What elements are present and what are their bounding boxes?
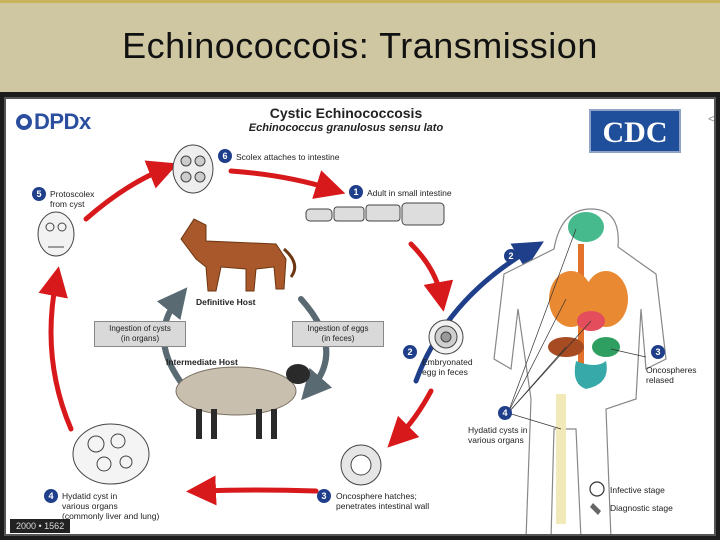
ingestion-eggs-line-2: (in feces) — [296, 334, 380, 344]
step-5-label-1: Protoscolex — [50, 189, 94, 199]
sheep-illustration — [176, 364, 310, 439]
adult-worm-illustration — [306, 203, 444, 225]
dog-illustration — [181, 219, 295, 291]
step-1-number: 1 — [349, 185, 363, 199]
step-4-label-3: (commonly liver and lung) — [62, 511, 159, 521]
step-4-label-2: various organs — [62, 501, 118, 511]
oncosphere-illustration — [341, 445, 381, 485]
diagram-subtitle: Echinococcus granulosus sensu lato — [236, 122, 456, 134]
human-cysts-label-1: Hydatid cysts in — [468, 425, 528, 435]
ingestion-eggs-box: Ingestion of eggs (in feces) — [292, 321, 384, 347]
step-4-label-1: Hydatid cyst in — [62, 491, 117, 501]
step-5-number: 5 — [32, 187, 46, 201]
oncospheres-label-2: relased — [646, 375, 674, 385]
arrow-5-to-6 — [86, 169, 164, 219]
dpdx-ring-icon — [16, 114, 32, 130]
step-2-label-1: Embryonated — [422, 357, 473, 367]
arrow-4-to-5 — [51, 281, 71, 429]
arrow-3-to-4 — [201, 490, 316, 491]
figure-stamp: 2000 • 1562 — [10, 519, 70, 533]
arrow-6-to-1 — [231, 171, 331, 189]
oncospheres-label-1: Oncospheres — [646, 365, 697, 375]
step-6-number: 6 — [218, 149, 232, 163]
arrow-1-to-2 — [411, 244, 441, 297]
ingestion-cysts-line-1: Ingestion of cysts — [98, 324, 182, 334]
slide-title: Echinococcois: Transmission — [0, 25, 720, 67]
step-2-number: 2 — [403, 345, 417, 359]
side-mark: < — [708, 111, 716, 126]
hydatid-cyst-illustration — [73, 424, 149, 484]
diagram-artwork — [6, 99, 714, 534]
legend-infective-label: Infective stage — [610, 485, 665, 495]
step-1-label: Adult in small intestine — [367, 188, 452, 198]
human-step-3-number: 3 — [651, 345, 665, 359]
ingestion-cysts-line-2: (in organs) — [98, 334, 182, 344]
step-5-label-2: from cyst — [50, 199, 84, 209]
diagram-title: Cystic Echinococcosis — [236, 105, 456, 121]
human-step-4-number: 4 — [498, 406, 512, 420]
ingestion-eggs-line-1: Ingestion of eggs — [296, 324, 380, 334]
step-3-label-1: Oncosphere hatches; — [336, 491, 417, 501]
definitive-host-label: Definitive Host — [196, 297, 256, 307]
step-6-label: Scolex attaches to intestine — [236, 152, 339, 162]
lifecycle-diagram: DPDx CDC < Cystic Echinococcosis Echinoc… — [4, 97, 716, 536]
protoscolex-illustration — [38, 212, 74, 256]
scolex-illustration — [173, 145, 213, 193]
step-3-number: 3 — [317, 489, 331, 503]
human-cysts-label-2: various organs — [468, 435, 524, 445]
human-step-2-number: 2 — [504, 249, 518, 263]
egg-illustration — [429, 320, 463, 354]
arrow-2-to-3 — [398, 391, 431, 437]
intermediate-host-label: Intermediate Host — [166, 357, 238, 367]
step-3-label-2: penetrates intestinal wall — [336, 501, 429, 511]
dpdx-logo: DPDx — [16, 109, 91, 135]
step-2-label-2: egg in feces — [422, 367, 468, 377]
legend-diagnostic-label: Diagnostic stage — [610, 503, 673, 513]
step-4-number: 4 — [44, 489, 58, 503]
slide-title-bar: Echinococcois: Transmission — [0, 0, 720, 92]
ingestion-cysts-box: Ingestion of cysts (in organs) — [94, 321, 186, 347]
cdc-logo: CDC — [589, 109, 681, 153]
